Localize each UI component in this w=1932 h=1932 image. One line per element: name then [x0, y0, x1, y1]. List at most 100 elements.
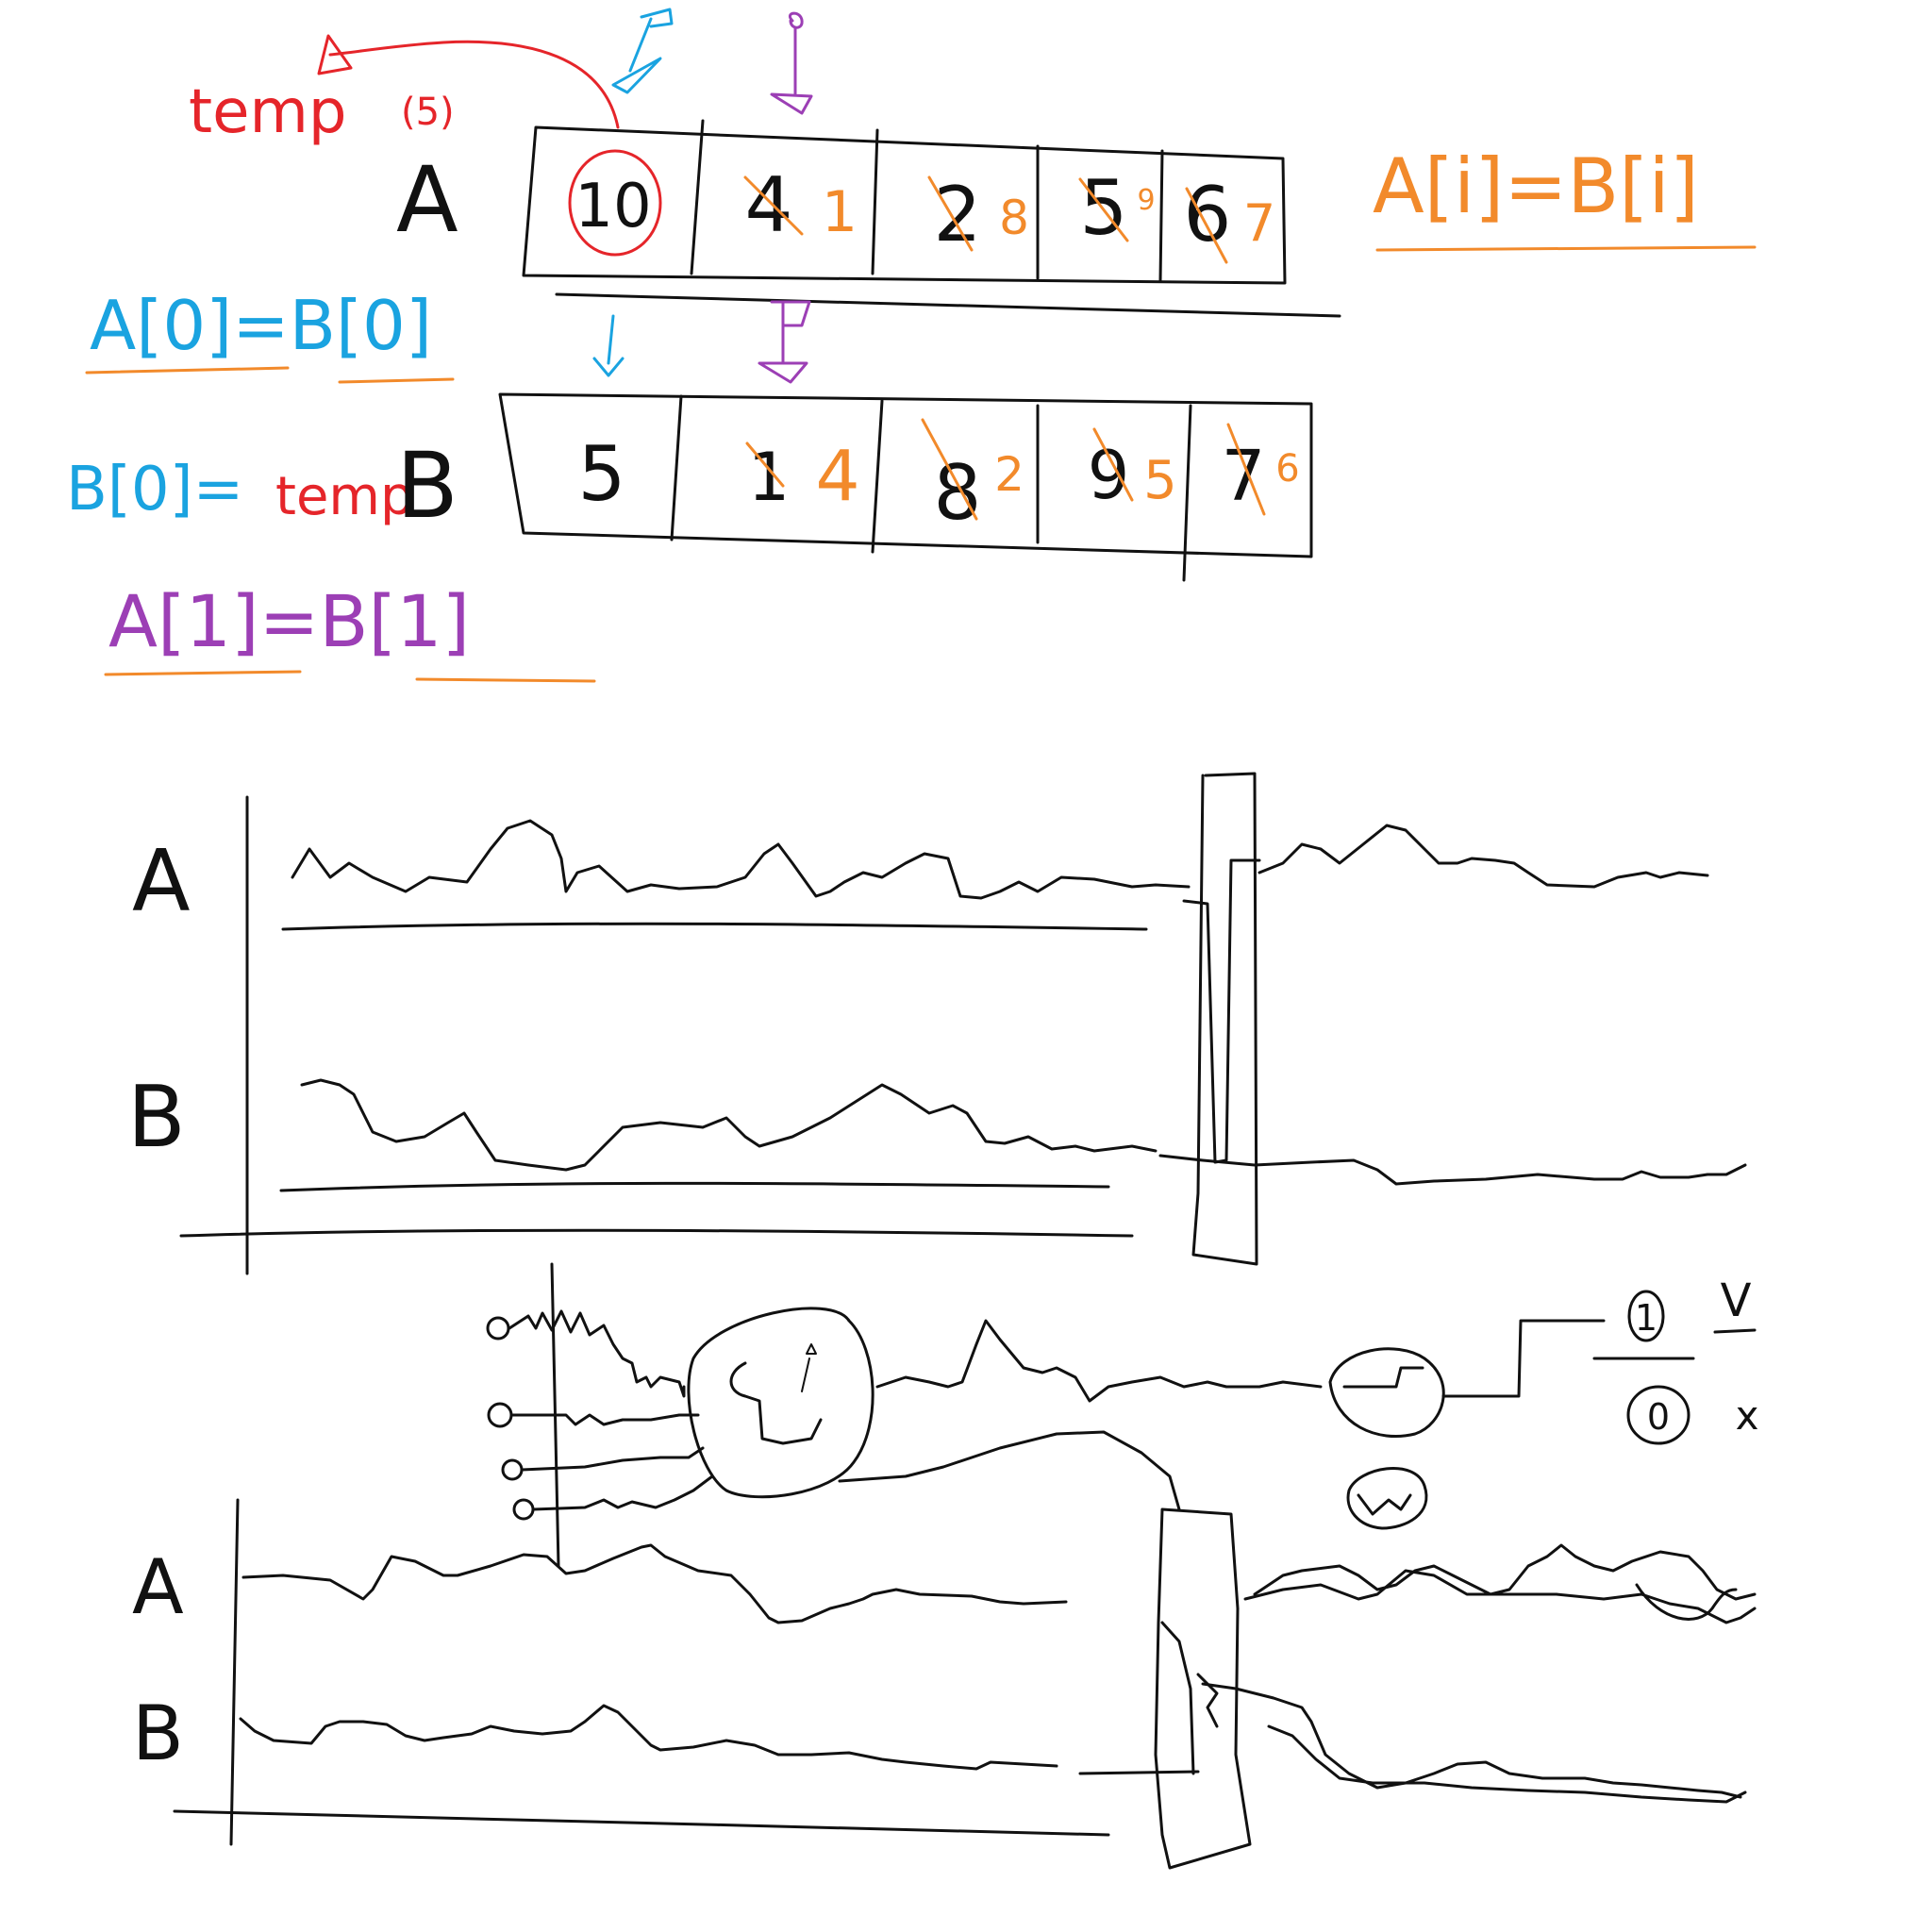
eq-a0-b0: A[0]=B[0]: [90, 286, 432, 365]
array-b-cell-3-new: 5: [1143, 450, 1177, 511]
step-element-symbol: [1342, 1366, 1424, 1389]
array-b-cell-1-strike: [745, 441, 785, 488]
bottom-label-a: A: [132, 1543, 184, 1631]
row-a-label: A: [396, 147, 458, 253]
bottom-wave-b-tail: [1078, 1770, 1200, 1775]
array-a-cell-0-circle: [568, 149, 662, 257]
mark-one-circle: [1627, 1290, 1665, 1342]
mixer-wave-path: [729, 1361, 823, 1445]
eq-a1-b1-underline: [104, 670, 596, 683]
pointer-j-top: [770, 11, 813, 115]
array-a-cell-2-new: 8: [999, 191, 1029, 245]
eq-a0-b0-underline: [85, 366, 455, 384]
array-b-cell-2-orig: 8: [934, 449, 982, 537]
array-swap-sketch: temp (5) A 10 4 1 2 8 5 9 6 7 A[0]=B[0]: [66, 8, 1757, 683]
array-b-cell-4-new: 6: [1275, 447, 1299, 491]
bottom-cross-rect: [1154, 1507, 1252, 1870]
bottom-wave-a-right-2: [1243, 1569, 1757, 1624]
bottom-label-b: B: [132, 1690, 184, 1777]
temp-arrow-head: [317, 34, 353, 75]
input-node-3: [501, 1458, 524, 1481]
array-b-cell-4-strike: [1226, 423, 1266, 516]
middle-label-a: A: [132, 832, 191, 931]
middle-wave-a-left: [291, 819, 1191, 900]
step-element-circle: [1328, 1347, 1445, 1439]
mark-one: 1: [1635, 1297, 1657, 1339]
array-b-dividers: [670, 394, 1192, 582]
eq-ai-bi-underline: [1375, 245, 1757, 252]
array-b-cell-4-orig: 7: [1221, 436, 1265, 517]
array-a-cell-4-strike: [1185, 187, 1228, 264]
bottom-signal-diagram: A B 1 V 0 x: [132, 1262, 1758, 1870]
array-a-underline: [555, 292, 1341, 318]
temp-value: (5): [401, 91, 455, 134]
middle-wave-b-right: [1158, 1154, 1747, 1186]
eq-ai-bi: A[i]=B[i]: [1373, 142, 1699, 230]
input-node-2: [487, 1402, 513, 1428]
array-a-cell-1-strike: [743, 175, 804, 236]
eq-a1-b1: A[1]=B[1]: [108, 579, 470, 663]
oscillator-symbol: [1357, 1493, 1412, 1516]
array-a-box: [522, 125, 1287, 285]
array-b-cell-3-orig: 9: [1088, 437, 1130, 514]
middle-x-axis: [179, 1228, 1134, 1238]
mark-zero: 0: [1647, 1396, 1670, 1438]
bottom-wave-a-left: [242, 1543, 1068, 1624]
mark-dividers: [1592, 1328, 1757, 1360]
array-a-cell-3-strike: [1078, 177, 1129, 242]
pointer-i-top: [611, 8, 674, 94]
mark-zero-circle: [1626, 1385, 1690, 1445]
array-a-cell-0: 10: [575, 172, 651, 242]
bottom-y-axis: [229, 1498, 240, 1846]
array-a-cell-2-strike: [927, 175, 974, 252]
array-b-cell-2-new: 2: [994, 447, 1024, 502]
input-wire-3: [520, 1446, 705, 1472]
bottom-cross-inner: [1160, 1621, 1219, 1775]
array-b-cell-3-strike: [1092, 427, 1134, 502]
bottom-wave-a-right: [1253, 1543, 1757, 1601]
input-wire-1: [508, 1309, 686, 1398]
pointer-j-mid: [758, 300, 811, 384]
array-b-cell-2-strike: [921, 418, 978, 521]
array-a-cell-1-orig: 4: [745, 161, 793, 249]
middle-cross-inner: [1182, 858, 1261, 1164]
array-a-cell-4-new: 7: [1243, 193, 1275, 253]
array-a-cell-1-new: 1: [822, 179, 858, 245]
eq-b0-temp-right: temp: [275, 466, 414, 527]
input-wire-4: [531, 1474, 714, 1511]
array-a-dividers: [690, 119, 1164, 283]
input-node-4: [512, 1498, 535, 1521]
temp-arrow: [328, 40, 620, 129]
pointer-i-mid: [592, 314, 625, 377]
oscillator-circle: [1346, 1467, 1428, 1530]
array-b-cell-0: 5: [578, 430, 626, 518]
array-a-cell-4-orig: 6: [1184, 171, 1232, 258]
middle-cross-outer: [1191, 772, 1258, 1266]
temp-label: temp: [189, 77, 346, 147]
mixer-circle: [687, 1307, 874, 1499]
middle-label-b: B: [127, 1068, 186, 1167]
row-b-label: B: [396, 433, 458, 539]
input-wire-2: [509, 1413, 700, 1426]
middle-baseline-b: [279, 1181, 1110, 1192]
middle-wave-b-left: [300, 1078, 1158, 1172]
step-output-wire: [1441, 1319, 1606, 1398]
mixer-arrow: [801, 1343, 817, 1392]
routing-arc: [838, 1430, 1181, 1511]
array-a-cell-2-orig: 2: [934, 171, 982, 258]
array-b-cell-1-new: 4: [815, 436, 859, 517]
input-node-1: [486, 1316, 510, 1341]
array-a-cell-3-new: 9: [1137, 184, 1155, 217]
middle-baseline-a: [281, 922, 1148, 931]
eq-b0-temp-left: B[0]=: [66, 455, 243, 525]
bottom-wave-b-right: [1201, 1682, 1742, 1799]
mixer-output-wave: [875, 1319, 1323, 1403]
array-b-box: [498, 392, 1313, 558]
bottom-wave-b-right-2: [1267, 1724, 1747, 1804]
middle-wave-a-right: [1257, 824, 1709, 889]
bottom-wave-b-left: [239, 1704, 1058, 1771]
mark-v: V: [1721, 1274, 1752, 1327]
middle-wave-diagram: A B: [127, 772, 1747, 1275]
